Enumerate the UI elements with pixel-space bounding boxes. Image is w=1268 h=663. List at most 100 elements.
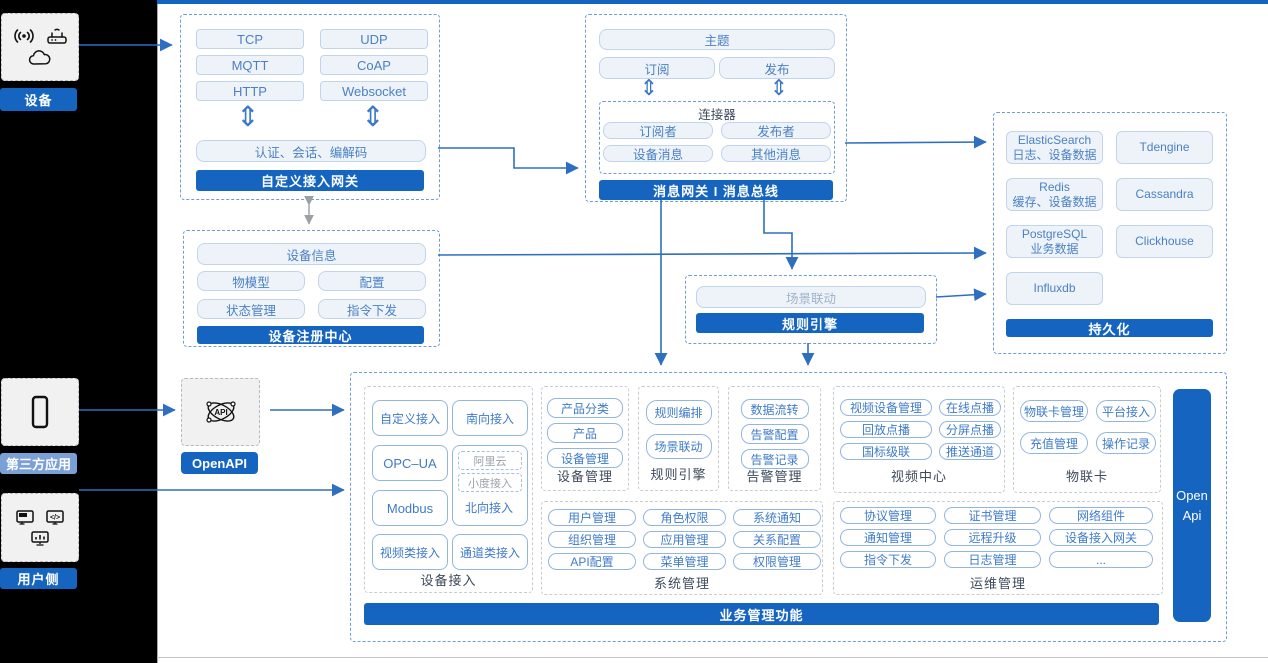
third-party-badge: 第三方应用 <box>0 453 77 474</box>
subscribe-chip: 订阅 <box>599 57 715 79</box>
device-mgmt-chip: 产品分类 <box>547 398 623 418</box>
wireless-signal-icon <box>12 27 36 45</box>
access-chip: 自定义接入 <box>372 400 448 436</box>
connector-chip: 订阅者 <box>603 122 713 139</box>
ops-item-list: 协议管理证书管理网络组件通知管理远程升级设备接入网关指令下发日志管理... <box>840 507 1153 568</box>
rule-engine-box: 场景联动 规则引擎 <box>685 275 937 344</box>
phone-icon <box>30 395 50 429</box>
north-access-sub-chip: 阿里云 <box>458 451 522 470</box>
publish-chip: 发布 <box>719 57 835 79</box>
device-mgmt-label: 设备管理 <box>556 469 613 484</box>
custom-gateway-banner: 自定义接入网关 <box>196 170 424 191</box>
ops-label: 运维管理 <box>969 576 1026 591</box>
openapi-badge: OpenAPI <box>181 452 258 474</box>
connector-title: 连接器 <box>698 108 736 122</box>
alarm-chip: 数据流转 <box>740 399 809 419</box>
iot-card-item-list: 物联卡管理平台接入充值管理操作记录 <box>1020 400 1156 454</box>
updown-double-arrow-icon: ⇕ <box>769 75 789 100</box>
registry-item-list: 物模型配置状态管理指令下发 <box>197 271 426 319</box>
iot-card-chip: 充值管理 <box>1020 432 1088 454</box>
ops-chip: ... <box>1049 551 1153 568</box>
iot-card-section: 物联卡管理平台接入充值管理操作记录 物联卡 <box>1013 386 1161 493</box>
protocol-chip: HTTP <box>196 81 304 101</box>
registry-chip: 物模型 <box>197 271 305 291</box>
video-chip: 分屏点播 <box>939 421 1001 438</box>
open-api-bar-line: Api <box>1182 507 1202 523</box>
alarm-chip: 告警记录 <box>740 449 809 469</box>
device-sources-card <box>1 13 79 81</box>
device-registry-box: 设备信息 物模型配置状态管理指令下发 设备注册中心 <box>183 230 440 347</box>
system-label: 系统管理 <box>653 576 710 591</box>
updown-double-arrow-icon: ⇕ <box>639 75 659 100</box>
rule-engine-chip: 场景联动 <box>645 434 712 459</box>
open-api-bar-line: Open <box>1176 488 1208 503</box>
ops-chip: 日志管理 <box>944 551 1041 568</box>
datastore-chip: Cassandra <box>1116 178 1213 211</box>
access-chip: 视频类接入 <box>372 534 448 570</box>
third-party-card <box>1 378 79 446</box>
system-chip: API配置 <box>548 553 636 570</box>
alarm-label: 告警管理 <box>746 469 803 484</box>
device-mgmt-section: 设备管理 产品分类产品设备管理 <box>541 386 629 491</box>
ops-chip: 设备接入网关 <box>1049 529 1153 546</box>
registry-chip: 配置 <box>318 271 426 291</box>
datastore-chip: Tdengine <box>1116 131 1213 164</box>
top-accent-line <box>157 0 1268 4</box>
api-atom-icon: API <box>201 394 241 430</box>
connector-item-list: 订阅者发布者设备消息其他消息 <box>603 122 831 162</box>
ops-chip: 通知管理 <box>840 529 936 546</box>
device-registry-banner: 设备注册中心 <box>197 326 424 344</box>
protocol-chip: Websocket <box>320 81 428 101</box>
business-banner: 业务管理功能 <box>364 603 1159 625</box>
ops-chip: 证书管理 <box>944 507 1041 524</box>
topic-chip: 主题 <box>599 29 835 50</box>
smart-router-icon <box>46 27 68 45</box>
protocol-chip: CoAP <box>320 55 428 75</box>
cloud-icon <box>27 49 53 67</box>
chart-monitor-icon <box>29 530 51 547</box>
access-chip: OPC–UA <box>372 445 448 481</box>
iot-card-label: 物联卡 <box>1065 469 1108 484</box>
registry-chip: 指令下发 <box>318 299 426 319</box>
rule-engine-banner: 规则引擎 <box>696 313 924 333</box>
connector-box: 连接器 订阅者发布者设备消息其他消息 <box>599 101 835 174</box>
code-window-icon: </> <box>45 509 65 526</box>
system-chip: 菜单管理 <box>643 553 726 570</box>
device-access-section: 自定义接入 南向接入 OPC–UA Modbus 视频类接入 通道类接入 阿里云… <box>364 386 533 593</box>
video-chip: 国标级联 <box>840 443 932 460</box>
access-chip: 通道类接入 <box>452 534 528 570</box>
ops-chip: 网络组件 <box>1049 507 1153 524</box>
ops-chip: 指令下发 <box>840 551 936 568</box>
alarm-chip: 告警配置 <box>740 424 809 444</box>
protocol-chip: UDP <box>320 29 428 49</box>
iot-card-chip: 物联卡管理 <box>1020 400 1088 422</box>
ops-section: 协议管理证书管理网络组件通知管理远程升级设备接入网关指令下发日志管理... 运维… <box>833 501 1163 595</box>
user-side-badge: 用户侧 <box>0 568 77 589</box>
north-access-sub-chip: 小度接入 <box>458 473 522 492</box>
iot-card-chip: 平台接入 <box>1096 400 1156 422</box>
system-chip: 系统通知 <box>733 509 821 526</box>
connector-chip: 设备消息 <box>603 145 713 162</box>
iot-card-chip: 操作记录 <box>1096 432 1156 454</box>
user-side-card: </> <box>1 493 79 562</box>
rule-engine-label: 规则引擎 <box>650 467 707 482</box>
device-info-chip: 设备信息 <box>197 243 426 265</box>
ops-chip: 远程升级 <box>944 529 1041 546</box>
connector-chip: 发布者 <box>721 122 831 139</box>
system-chip: 组织管理 <box>548 531 636 548</box>
connector-chip: 其他消息 <box>721 145 831 162</box>
open-api-bar: Open Api <box>1173 389 1211 622</box>
bottom-border-line <box>157 657 1268 658</box>
video-chip: 在线点播 <box>939 399 1001 416</box>
video-chip: 回放点播 <box>840 421 932 438</box>
north-access-label: 北向接入 <box>464 501 513 515</box>
updown-double-arrow-icon: ⇕ <box>361 101 385 132</box>
message-gateway-banner: 消息网关 I 消息总线 <box>599 180 833 200</box>
rule-engine-chip: 规则编排 <box>645 400 712 425</box>
